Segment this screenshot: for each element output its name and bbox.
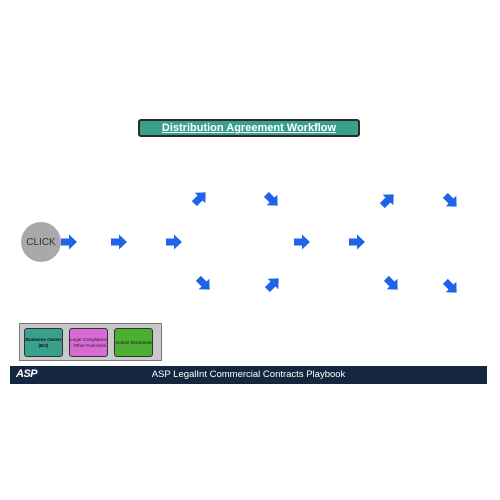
- arrow-down-right-icon[interactable]: [441, 277, 461, 297]
- arrow-down-right-icon[interactable]: [441, 191, 461, 211]
- arrow-down-right-icon[interactable]: [262, 190, 282, 210]
- legend-business-owner: Business Owner (BO): [24, 328, 63, 357]
- arrow-up-right-icon[interactable]: [263, 274, 283, 294]
- arrow-right-icon[interactable]: [347, 232, 367, 252]
- asp-logo: ASP: [16, 368, 38, 380]
- role-legend: Business Owner (BO) Legal Compliance - O…: [19, 323, 162, 361]
- footer-bar: ASP ASP LegalInt Commercial Contracts Pl…: [10, 366, 487, 384]
- click-start-button[interactable]: CLICK: [21, 222, 61, 262]
- footer-title: ASP LegalInt Commercial Contracts Playbo…: [151, 369, 346, 380]
- legend-legal-compliance: Legal Compliance - Other Functions: [69, 328, 108, 357]
- arrow-up-right-icon[interactable]: [378, 190, 398, 210]
- arrow-up-right-icon[interactable]: [190, 188, 210, 208]
- arrow-down-right-icon[interactable]: [382, 274, 402, 294]
- workflow-title: Distribution Agreement Workflow: [138, 119, 360, 137]
- arrow-right-icon[interactable]: [164, 232, 184, 252]
- arrow-down-right-icon[interactable]: [194, 274, 214, 294]
- arrow-right-icon[interactable]: [292, 232, 312, 252]
- legend-action-document: Action/ Document: [114, 328, 153, 357]
- arrow-right-icon[interactable]: [59, 232, 79, 252]
- arrow-right-icon[interactable]: [109, 232, 129, 252]
